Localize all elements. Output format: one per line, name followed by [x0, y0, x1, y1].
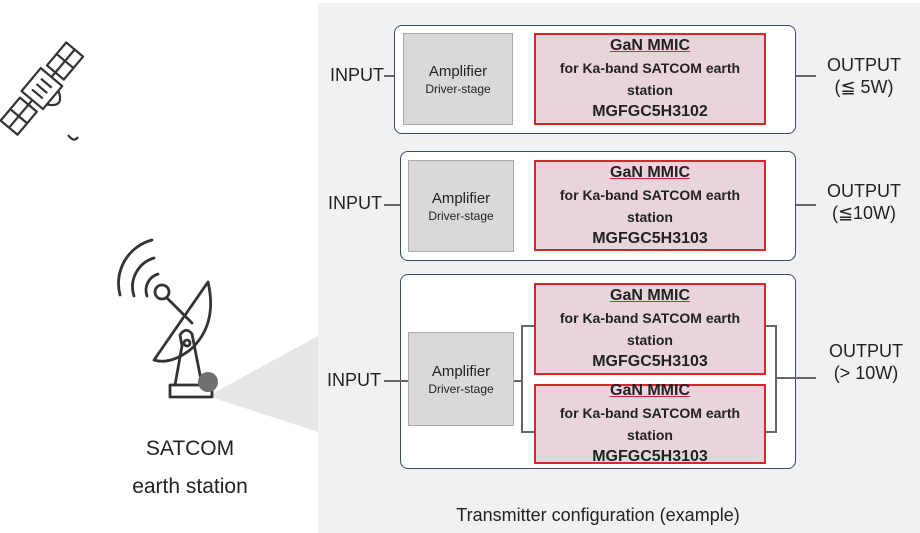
mmic-model: MGFGC5H3103 [592, 448, 708, 465]
mmic-desc: for Ka-band SATCOM earth station [559, 405, 741, 443]
input-label: INPUT [327, 370, 381, 390]
amp-title: Amplifier [431, 189, 491, 207]
mmic-desc: for Ka-band SATCOM earth station [559, 186, 741, 225]
output-power: (≦ 5W) [834, 77, 894, 97]
output-text: OUTPUT [827, 181, 901, 201]
amp-subtitle: Driver-stage [428, 208, 494, 223]
output-power: (≦10W) [831, 203, 897, 223]
station-label-line2: earth station [132, 475, 248, 498]
diagram-caption: Transmitter configuration (example) [456, 505, 740, 525]
gan-mmic-block: GaN MMIC for Ka-band SATCOM earth statio… [534, 160, 766, 251]
driver-amplifier-block: Amplifier Driver-stage [408, 160, 514, 252]
mmic-desc: for Ka-band SATCOM earth station [559, 310, 741, 348]
mmic-title: GaN MMIC [610, 382, 690, 399]
mmic-title: GaN MMIC [610, 287, 690, 304]
driver-amplifier-block: Amplifier Driver-stage [403, 33, 513, 125]
amp-title: Amplifier [428, 62, 488, 80]
station-label: SATCOM earth station [120, 430, 260, 506]
output-label: OUTPUT (≦10W) [818, 180, 910, 224]
amp-title: Amplifier [431, 362, 491, 380]
station-label-line1: SATCOM [145, 437, 235, 460]
output-text: OUTPUT [827, 55, 901, 75]
input-label: INPUT [330, 65, 384, 85]
gan-mmic-block: GaN MMIC for Ka-band SATCOM earth statio… [534, 33, 766, 125]
mmic-model: MGFGC5H3103 [592, 353, 708, 370]
satellite-icon [0, 41, 85, 141]
mmic-title: GaN MMIC [610, 37, 690, 54]
output-power: (> 10W) [833, 363, 899, 383]
mmic-model: MGFGC5H3103 [592, 229, 708, 247]
amp-subtitle: Driver-stage [425, 81, 491, 96]
gan-mmic-block: GaN MMIC for Ka-band SATCOM earth statio… [534, 283, 766, 375]
output-label: OUTPUT (≦ 5W) [818, 54, 910, 98]
satellite-dish-icon [117, 238, 218, 399]
output-label: OUTPUT (> 10W) [820, 340, 912, 384]
driver-amplifier-block: Amplifier Driver-stage [408, 332, 514, 426]
mmic-desc: for Ka-band SATCOM earth station [559, 60, 741, 98]
input-label: INPUT [328, 193, 382, 213]
output-text: OUTPUT [829, 341, 903, 361]
amp-subtitle: Driver-stage [428, 381, 494, 396]
mmic-model: MGFGC5H3102 [592, 103, 708, 120]
mmic-title: GaN MMIC [610, 163, 690, 181]
gan-mmic-block: GaN MMIC for Ka-band SATCOM earth statio… [534, 382, 766, 465]
